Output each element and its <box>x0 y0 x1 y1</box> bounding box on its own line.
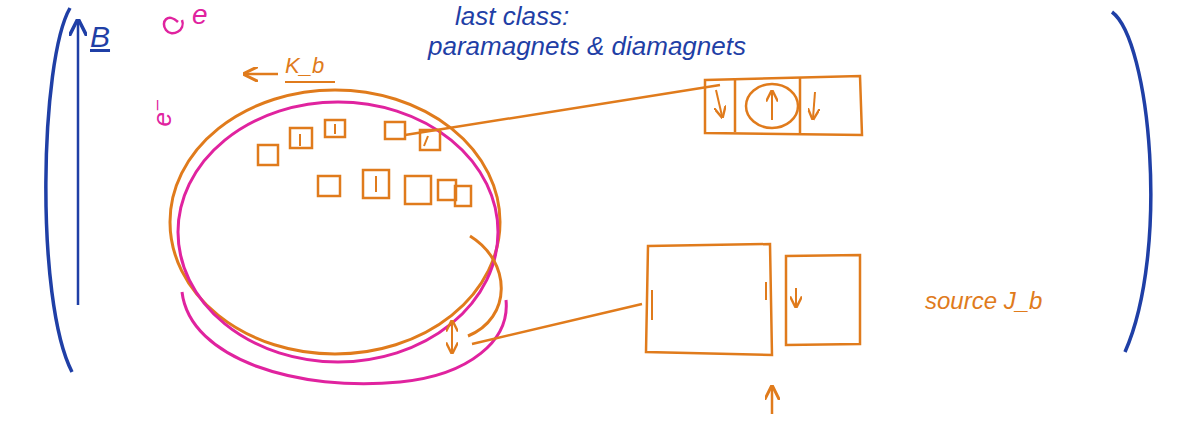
surface-arc <box>468 236 501 336</box>
net-current-arrow <box>771 388 774 414</box>
left-bracket <box>46 8 72 372</box>
zoom-line <box>405 85 720 135</box>
thickness-arrow <box>451 322 453 352</box>
symbol-label: B <box>90 20 110 53</box>
symbol-label: e <box>192 0 208 31</box>
symbol-label: e⁻ <box>148 98 177 126</box>
material-outline <box>170 90 500 354</box>
moment-down <box>813 92 815 118</box>
edge-currents <box>652 282 796 320</box>
field-arrow <box>77 22 80 305</box>
symbol-label: K_b <box>285 54 324 78</box>
note-text: last class: <box>455 2 569 31</box>
current-arrow <box>246 73 278 76</box>
note-text: paramagnets & diamagnets <box>428 32 746 61</box>
zoom-dipoles <box>705 76 862 135</box>
moment-down <box>716 90 722 116</box>
zoom-line <box>472 304 642 344</box>
electron-orbit <box>164 18 183 33</box>
zoom-cells <box>646 244 860 355</box>
current-loop <box>178 102 498 362</box>
dipole-squares <box>258 120 471 206</box>
moment-up <box>771 92 773 120</box>
right-bracket <box>1112 12 1151 352</box>
symbol-label: source J_b <box>925 288 1042 314</box>
vector-underline <box>285 81 335 83</box>
current-loop-outer <box>182 292 506 384</box>
